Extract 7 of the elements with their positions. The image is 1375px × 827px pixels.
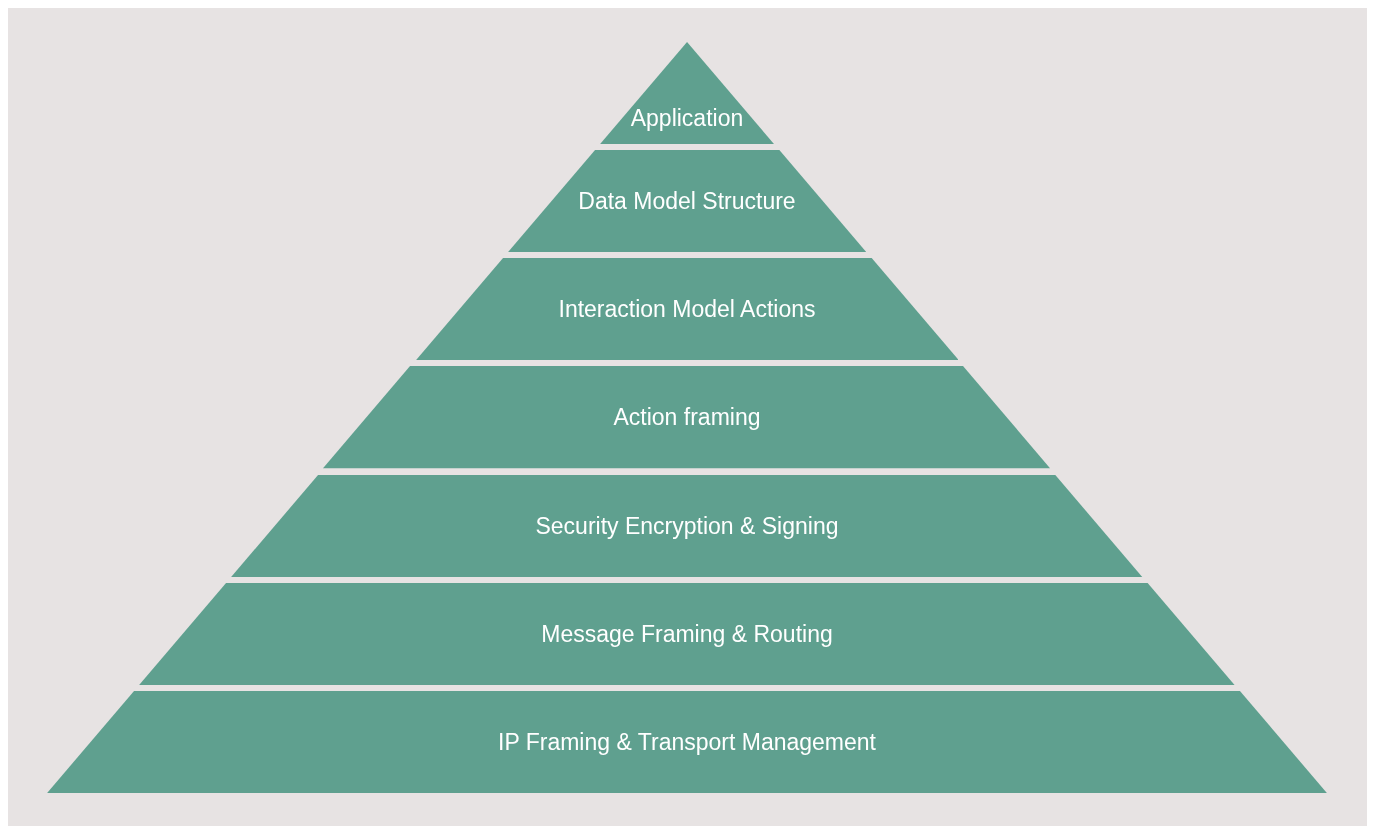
- layer-label: Security Encryption & Signing: [535, 512, 839, 540]
- layer-label: Interaction Model Actions: [558, 295, 816, 323]
- layer-label: IP Framing & Transport Management: [498, 728, 876, 756]
- layer-label: Data Model Structure: [578, 187, 796, 215]
- layer-label: Message Framing & Routing: [541, 620, 833, 648]
- layer-label: Action framing: [613, 404, 761, 431]
- layer-label: Application: [630, 104, 744, 132]
